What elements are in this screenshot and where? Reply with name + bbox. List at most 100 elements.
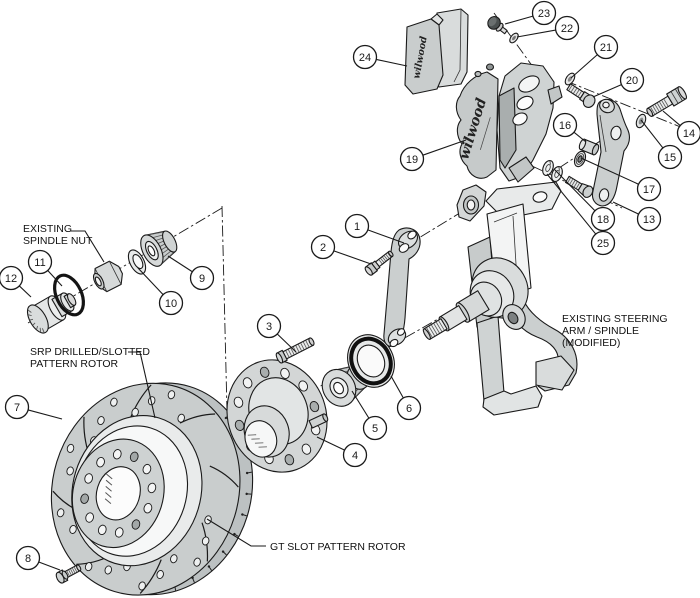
callout-18-number: 18 <box>597 214 609 226</box>
callout-2-circle <box>310 234 336 260</box>
callout-18: 18 <box>553 168 616 232</box>
grease-seal <box>347 334 395 388</box>
bleed-screw <box>485 63 495 71</box>
gt-rotor-label: GT SLOT PATTERN ROTOR <box>206 518 406 553</box>
callout-5-number: 5 <box>372 423 378 435</box>
spindle-nut-label-leader <box>70 230 105 263</box>
callout-18-leader <box>553 168 596 212</box>
cap-knurling <box>27 309 45 333</box>
callout-5-leader <box>351 390 370 419</box>
bridge-bolt <box>487 16 508 35</box>
callout-15-number: 15 <box>664 152 676 164</box>
callout-10-circle <box>158 290 184 316</box>
callout-14: 14 <box>662 110 700 146</box>
callout-13-number: 13 <box>643 214 655 226</box>
bridge-bolt-washer <box>509 32 519 44</box>
callout-19-leader <box>422 139 467 156</box>
callout-9-circle <box>189 265 215 291</box>
callout-14-circle <box>676 120 700 146</box>
callout-12-number: 12 <box>5 273 17 285</box>
callout-25: 25 <box>546 173 616 256</box>
callout-22-number: 22 <box>561 23 573 35</box>
callout-4-number: 4 <box>352 450 358 462</box>
bracket-bolt-washer <box>635 113 647 129</box>
arm-mount-stud <box>564 175 594 198</box>
shim-washer-a <box>542 159 554 177</box>
callout-22-leader <box>516 29 556 38</box>
callout-9-leader <box>167 255 193 273</box>
callout-13: 13 <box>612 201 662 232</box>
wheel-stud <box>275 337 315 364</box>
steering-arm-hole <box>507 311 519 325</box>
callout-2: 2 <box>310 234 372 265</box>
callout-17-circle <box>636 176 662 202</box>
rotor-bore-splines <box>104 473 113 505</box>
caliper-mount-arm <box>383 227 421 348</box>
callout-1: 1 <box>344 213 405 244</box>
hub <box>226 359 328 473</box>
spindle-nut <box>92 260 123 293</box>
callout-6-number: 6 <box>406 403 412 415</box>
callout-13-leader <box>612 201 639 215</box>
callout-2-leader <box>333 250 372 265</box>
callout-15: 15 <box>640 119 683 170</box>
dust-cap <box>26 292 77 334</box>
callout-17-number: 17 <box>643 184 655 196</box>
callout-11-leader <box>47 270 63 287</box>
callout-23: 23 <box>504 0 557 26</box>
callout-19-number: 19 <box>406 154 418 166</box>
callout-12: 12 <box>0 265 32 298</box>
callout-1-circle <box>344 213 370 239</box>
callout-8: 8 <box>15 545 61 571</box>
callout-20-leader <box>592 84 622 98</box>
callout-20-number: 20 <box>626 75 638 87</box>
callout-22-circle <box>554 15 580 41</box>
srp-rotor-label-leader <box>128 351 156 419</box>
callout-25-number: 25 <box>597 238 609 250</box>
callout-3-leader <box>276 333 297 353</box>
bracket-bolt <box>646 86 688 117</box>
callout-7-circle <box>4 394 30 420</box>
callout-7-leader <box>27 409 63 420</box>
callout-23-circle <box>531 0 557 26</box>
steering-spindle <box>422 181 578 416</box>
gt-rotor-label-text: GT SLOT PATTERN ROTOR <box>270 541 406 553</box>
callout-18-circle <box>590 206 616 232</box>
callout-11: 11 <box>27 249 63 287</box>
rotor-drilled-slotted <box>50 382 254 596</box>
callout-6: 6 <box>390 375 422 421</box>
callout-16: 16 <box>552 112 587 143</box>
callout-17: 17 <box>580 157 662 202</box>
callout-6-circle <box>396 395 422 421</box>
callout-24-leader <box>376 58 408 67</box>
callout-7-number: 7 <box>14 402 20 414</box>
callout-9-number: 9 <box>199 273 205 285</box>
callout-8-circle <box>15 545 41 571</box>
callout-3: 3 <box>256 313 297 353</box>
callout-4-leader <box>316 436 345 451</box>
callout-9: 9 <box>167 255 215 291</box>
callout-24-circle <box>352 44 378 70</box>
outer-bearing <box>140 230 178 267</box>
bracket-pin <box>566 83 596 108</box>
callout-22: 22 <box>516 15 580 41</box>
callout-4-circle <box>342 442 368 468</box>
callout-16-circle <box>552 112 578 138</box>
callout-16-number: 16 <box>559 120 571 132</box>
o-ring <box>53 273 85 317</box>
hub-bore-splines <box>247 434 267 448</box>
rotor-hat-bolt-holes <box>80 449 157 538</box>
callout-10-leader <box>137 267 164 296</box>
callout-11-number: 11 <box>34 257 45 269</box>
callout-15-circle <box>657 144 683 170</box>
callout-17-leader <box>580 157 639 185</box>
arm-bolt <box>364 250 394 276</box>
